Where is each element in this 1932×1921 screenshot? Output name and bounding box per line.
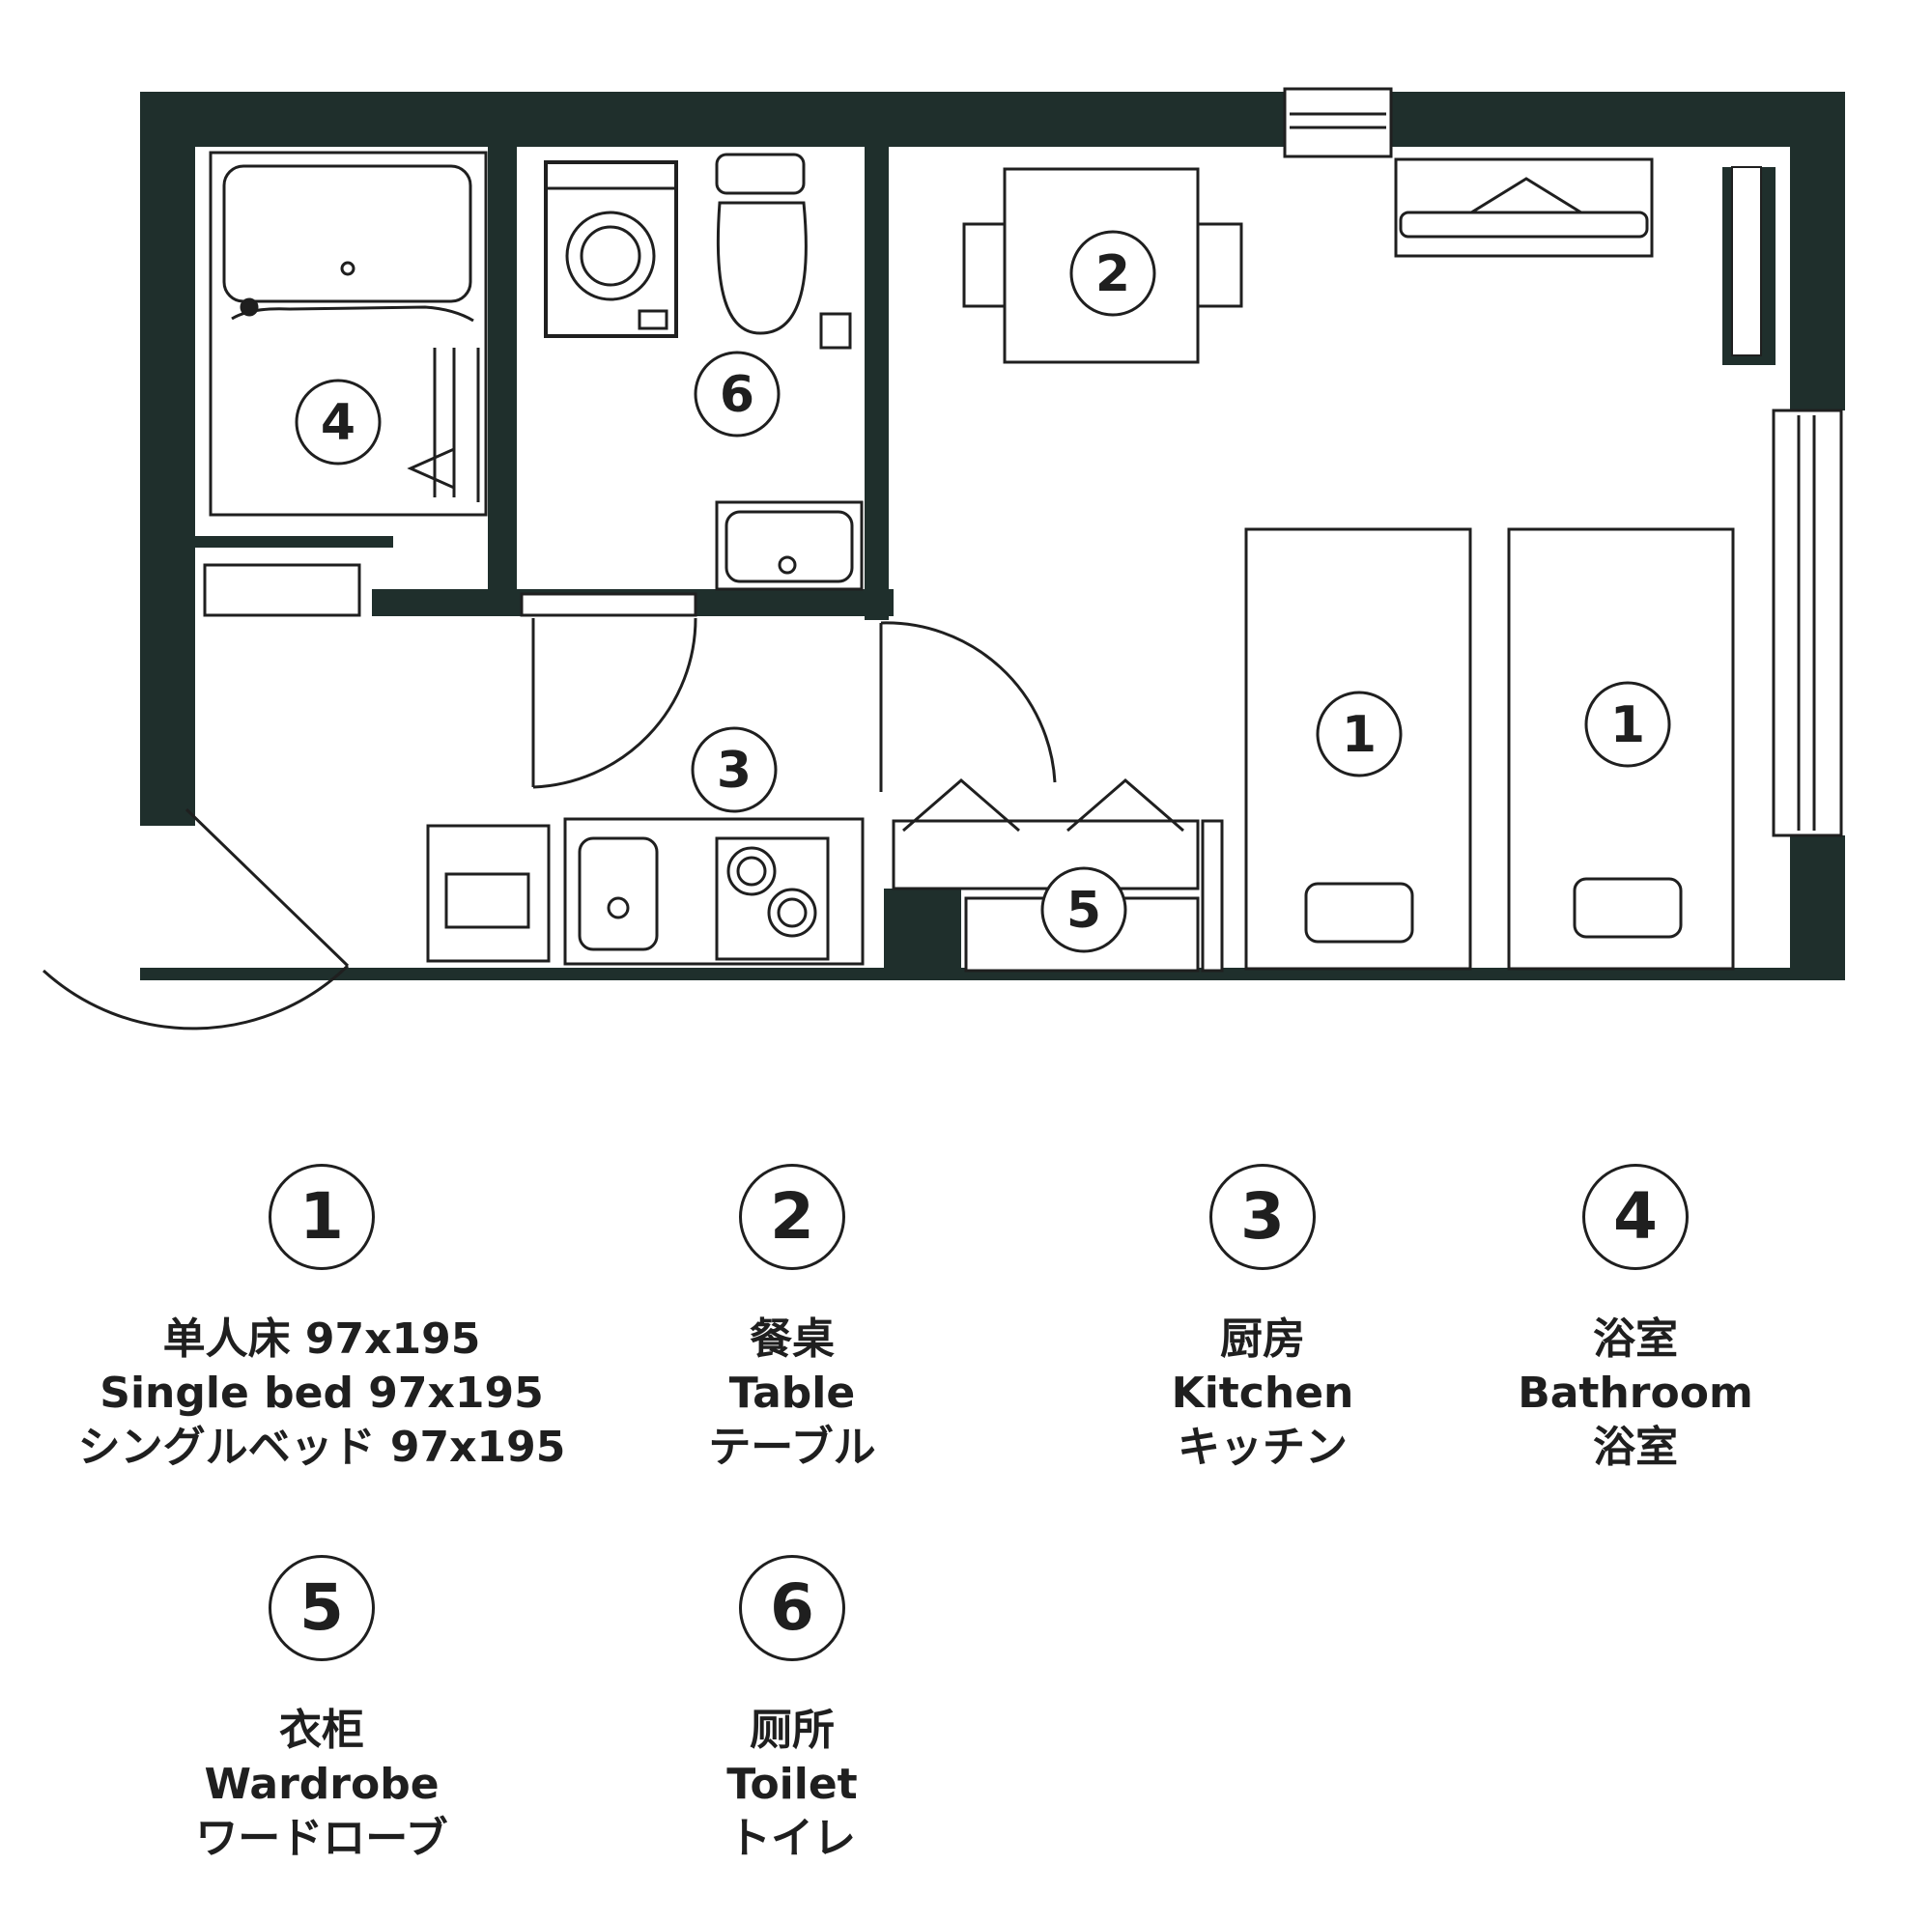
marker-circle bbox=[694, 351, 781, 438]
legend-item-4: 4 浴室 Bathroom 浴室 bbox=[1365, 1164, 1906, 1475]
marker-number: 5 bbox=[1066, 882, 1101, 940]
kitchen-counter bbox=[426, 817, 865, 966]
plan-markers: 1 1 2 3 4 5 6 bbox=[295, 230, 1671, 953]
washing-machine bbox=[544, 160, 678, 338]
right-window bbox=[1772, 409, 1843, 837]
marker-circle bbox=[295, 379, 382, 466]
marker-kitchen: 3 bbox=[691, 726, 778, 813]
marker-number: 2 bbox=[1095, 245, 1130, 303]
marker-number: 1 bbox=[1342, 706, 1377, 764]
legend-label-zh: 厨房 bbox=[1220, 1314, 1305, 1364]
marker-bed-1b: 1 bbox=[1584, 681, 1671, 768]
legend-item-6: 6 厕所 Toilet トイレ bbox=[522, 1555, 1063, 1866]
legend-label-ja: キッチン bbox=[1178, 1423, 1348, 1472]
marker-circle bbox=[1069, 230, 1156, 317]
interior-walls bbox=[195, 147, 961, 975]
legend-label-ja: トイレ bbox=[728, 1814, 856, 1863]
marker-table: 2 bbox=[1069, 230, 1156, 317]
marker-bathroom: 4 bbox=[295, 379, 382, 466]
legend-item-1: 1 单人床 97x195 Single bed 97x195 シングルベッド 9… bbox=[51, 1164, 592, 1475]
marker-circle bbox=[691, 726, 778, 813]
legend-label-zh: 浴室 bbox=[1593, 1314, 1678, 1364]
legend-number-badge: 5 bbox=[269, 1555, 375, 1661]
marker-toilet: 6 bbox=[694, 351, 781, 438]
washbasin bbox=[715, 500, 864, 591]
marker-bed-1a: 1 bbox=[1316, 691, 1403, 777]
legend-label-zh: 餐桌 bbox=[750, 1314, 835, 1364]
marker-number: 6 bbox=[720, 366, 754, 424]
legend-number-badge: 2 bbox=[739, 1164, 845, 1270]
legend-label-zh: 单人床 97x195 bbox=[162, 1314, 481, 1364]
legend-item-2: 2 餐桌 Table テーブル bbox=[522, 1164, 1063, 1475]
legend-label-ja: シングルベッド 97x195 bbox=[77, 1423, 566, 1472]
legend-number-badge: 6 bbox=[739, 1555, 845, 1661]
marker-wardrobe: 5 bbox=[1040, 866, 1127, 953]
floor-plan: 1 1 2 3 4 5 6 bbox=[42, 87, 1845, 1031]
legend-item-5: 5 衣柜 Wardrobe ワードローブ bbox=[51, 1555, 592, 1866]
legend-number-badge: 1 bbox=[269, 1164, 375, 1270]
marker-number: 1 bbox=[1610, 696, 1645, 754]
marker-circle bbox=[1040, 866, 1127, 953]
outer-walls bbox=[140, 92, 1845, 980]
legend-label-en: Kitchen bbox=[1171, 1369, 1354, 1418]
legend-label-zh: 厕所 bbox=[750, 1706, 835, 1755]
tv-stand bbox=[1394, 157, 1654, 258]
legend-label-en: Single bed 97x195 bbox=[99, 1369, 544, 1418]
marker-circle bbox=[1584, 681, 1671, 768]
legend-number-badge: 4 bbox=[1582, 1164, 1689, 1270]
marker-circle bbox=[1316, 691, 1403, 777]
door-swings bbox=[42, 592, 1057, 1031]
legend-label-en: Bathroom bbox=[1518, 1369, 1753, 1418]
legend-label-en: Table bbox=[728, 1369, 856, 1418]
legend-label-en: Toilet bbox=[726, 1760, 858, 1809]
side-cabinet bbox=[1722, 166, 1776, 365]
legend-label-zh: 衣柜 bbox=[279, 1706, 364, 1755]
marker-number: 4 bbox=[321, 394, 355, 452]
legend-label-ja: ワードローブ bbox=[195, 1814, 448, 1863]
toilet bbox=[715, 153, 852, 350]
legend-label-ja: 浴室 bbox=[1593, 1423, 1678, 1472]
marker-number: 3 bbox=[717, 742, 752, 800]
shoe-shelf bbox=[203, 563, 361, 617]
wardrobe bbox=[892, 778, 1224, 973]
legend-label-ja: テーブル bbox=[708, 1423, 876, 1472]
top-window bbox=[1283, 87, 1393, 158]
legend-label-en: Wardrobe bbox=[204, 1760, 440, 1809]
legend-item-3: 3 厨房 Kitchen キッチン bbox=[992, 1164, 1533, 1475]
legend-number-badge: 3 bbox=[1209, 1164, 1316, 1270]
